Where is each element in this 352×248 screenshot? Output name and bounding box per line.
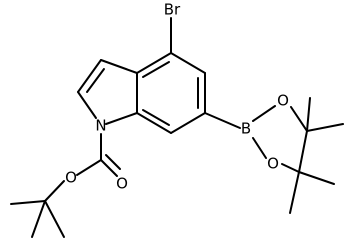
bond-b-obottom xyxy=(252,137,267,159)
bond-cbottom-me2 xyxy=(289,171,300,214)
bond-cquat-me3 xyxy=(44,200,65,238)
bond-c3a-c4 xyxy=(136,52,172,74)
atom-label-br: Br xyxy=(164,1,181,19)
bond-ring-c-c xyxy=(298,130,308,173)
bond-c7-c7a xyxy=(136,112,172,134)
bond-ctop-me1 xyxy=(306,97,311,132)
bond-c6-c7 xyxy=(170,112,206,134)
bond-c3-c2-inner xyxy=(86,68,105,93)
atom-label-o-carbonyl: O xyxy=(116,175,128,193)
bond-c2-n1 xyxy=(77,91,97,119)
bond-cbottom-me1 xyxy=(298,171,335,185)
bond-b-otop xyxy=(252,105,276,122)
bond-otop-c xyxy=(290,106,308,132)
atom-label-o-ester: O xyxy=(65,169,77,187)
bond-oester-cquat xyxy=(44,180,65,202)
bond-c3-c2 xyxy=(77,59,102,93)
bond-ccarbonyl-ocarbonyl-b xyxy=(105,154,121,170)
bond-c3a-c3 xyxy=(100,59,138,74)
bond-ccarbonyl-ocarbonyl-a xyxy=(100,159,118,177)
bond-cquat-me1 xyxy=(10,200,46,205)
bond-c6-b xyxy=(204,112,241,129)
bond-obottom-c xyxy=(281,163,300,173)
atom-label-n: N xyxy=(95,117,106,135)
bond-c4-c5 xyxy=(170,52,206,74)
bond-ctop-me2 xyxy=(306,123,344,132)
atom-label-o-ring-bottom: O xyxy=(267,155,279,173)
bond-n1-c7a xyxy=(105,112,138,125)
bond-cquat-me2 xyxy=(31,200,46,238)
atom-label-b: B xyxy=(241,120,251,138)
bond-c3a-c4-inner xyxy=(142,61,170,78)
atom-label-o-ring-top: O xyxy=(277,92,289,110)
bond-c7-c7a-inner xyxy=(142,109,170,126)
bond-ccarbonyl-oester xyxy=(76,159,102,176)
